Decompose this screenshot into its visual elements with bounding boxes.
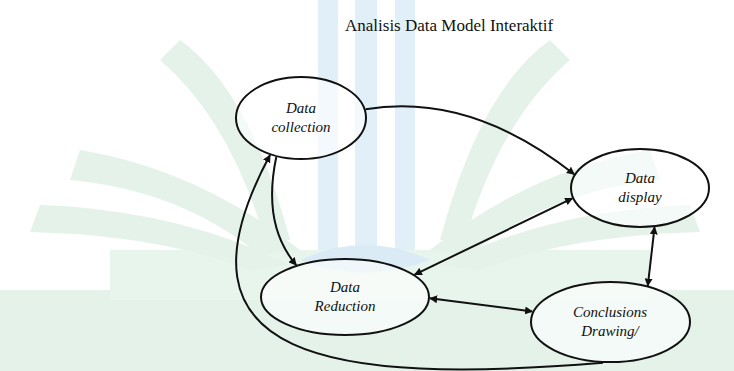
flow-arrow (430, 298, 532, 311)
node-label: Data display (605, 169, 675, 207)
process-ellipse: Data Reduction (260, 258, 430, 336)
flow-arrow (366, 106, 575, 174)
ellipse-outline (570, 148, 710, 228)
process-ellipse: Data display (570, 148, 710, 228)
node-label: Data collection (261, 99, 341, 137)
flow-arrow (272, 157, 296, 265)
diagram-title: Analisis Data Model Interaktif (345, 16, 553, 36)
process-ellipse: Conclusions Drawing/ (530, 281, 691, 363)
ellipse-outline (530, 281, 691, 363)
flow-arrow (648, 227, 655, 286)
process-ellipse: Data collection (235, 76, 367, 160)
flow-arrow (415, 198, 573, 274)
ellipse-outline (260, 258, 430, 336)
ellipse-outline (235, 76, 367, 160)
node-label: Data Reduction (305, 278, 385, 316)
node-label: Conclusions Drawing/ (560, 303, 660, 341)
